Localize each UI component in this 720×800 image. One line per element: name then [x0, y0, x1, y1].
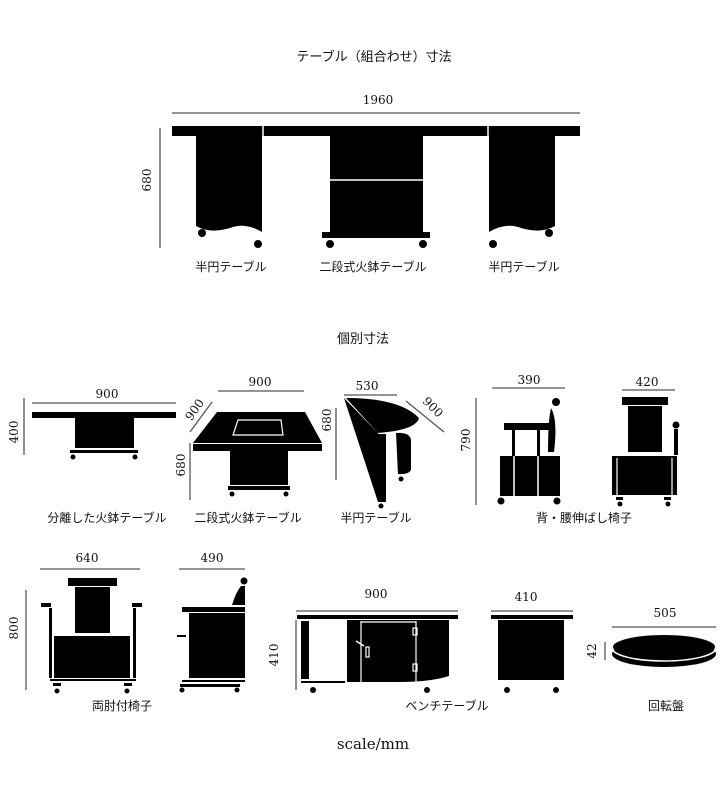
label-half-round-table: 半円テーブル — [340, 510, 411, 525]
dim-depth: 490 — [201, 551, 224, 565]
label-separated-brazier-table: 分離した火鉢テーブル — [47, 510, 166, 525]
label-half-round-right: 半円テーブル — [488, 259, 559, 274]
label-bench-table: ベンチテーブル — [405, 698, 488, 713]
individual-title: 個別寸法 — [337, 332, 389, 347]
dim-depth: 390 — [518, 373, 541, 387]
dim-height: 790 — [459, 429, 473, 452]
dim-width: 900 — [365, 587, 388, 601]
dim-height: 400 — [7, 421, 21, 444]
turntable-drawing — [611, 634, 717, 667]
armchair-side-drawing — [177, 577, 248, 693]
combined-title: テーブル（組合わせ）寸法 — [296, 49, 451, 65]
back-stretch-chair-side-drawing — [497, 398, 561, 505]
dim-depth: 410 — [515, 590, 538, 604]
dim-height: 410 — [267, 644, 281, 667]
combined-table-drawing — [172, 126, 580, 248]
dim-width: 420 — [636, 375, 659, 389]
label-back-stretch-chair: 背・腰伸ばし椅子 — [536, 511, 632, 525]
dim-width: 900 — [96, 387, 119, 401]
bench-table-side-drawing — [491, 615, 573, 693]
half-round-table-drawing — [344, 398, 419, 509]
label-armchair: 両肘付椅子 — [92, 698, 152, 713]
dim-height: 42 — [585, 643, 599, 658]
dim-width: 640 — [76, 551, 99, 565]
dim-diameter: 505 — [654, 606, 677, 620]
dim-depth: 900 — [182, 396, 207, 423]
dim-height: 680 — [174, 454, 188, 477]
combined-height-label: 680 — [140, 169, 154, 192]
label-two-tier-brazier-table: 二段式火鉢テーブル — [194, 510, 301, 525]
two-tier-brazier-table-drawing — [193, 412, 322, 497]
dim-width: 900 — [249, 375, 272, 389]
separated-brazier-table-drawing — [32, 412, 176, 460]
dim-height: 800 — [7, 617, 21, 640]
combined-width-label: 1960 — [363, 93, 394, 107]
label-turntable: 回転盤 — [648, 699, 684, 713]
armchair-front-drawing — [41, 578, 142, 694]
dim-width: 530 — [356, 379, 379, 393]
label-two-tier-brazier: 二段式火鉢テーブル — [319, 259, 426, 274]
scale-label: scale/mm — [337, 735, 409, 753]
label-half-round-left: 半円テーブル — [195, 259, 266, 274]
dim-height: 680 — [320, 409, 334, 432]
back-stretch-chair-front-drawing — [612, 397, 680, 507]
bench-table-front-drawing — [297, 615, 458, 693]
dim-depth: 900 — [420, 394, 446, 420]
